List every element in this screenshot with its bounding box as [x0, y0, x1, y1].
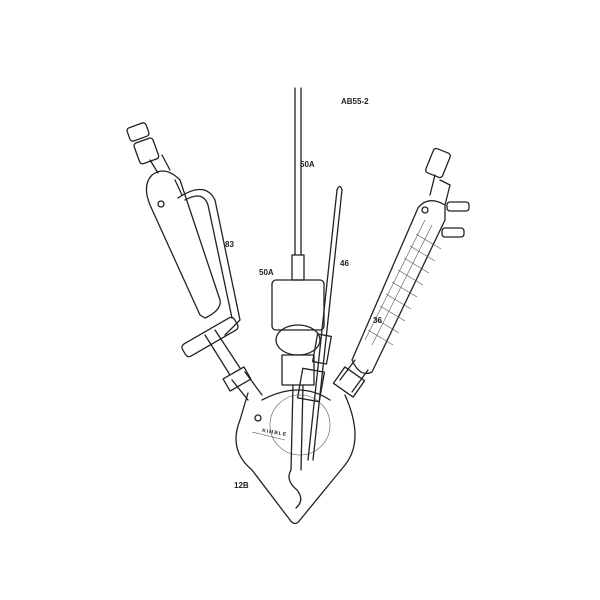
coil-condenser — [332, 147, 470, 398]
thermometer-label: 46 — [340, 259, 349, 268]
condenser-label: 36 — [373, 316, 382, 325]
flask-label: 12B — [234, 481, 249, 490]
stirrer-assembly — [271, 87, 325, 509]
stirrer-bearing-label: 50A — [259, 268, 274, 277]
pressure-equalizing-funnel — [126, 122, 263, 401]
funnel-label: 83 — [225, 240, 234, 249]
three-neck-flask — [235, 389, 356, 525]
drawing-id-label: AB55-2 — [341, 97, 369, 106]
stirrer-rod-label: 50A — [300, 160, 315, 169]
thermometer-assembly — [296, 185, 343, 461]
